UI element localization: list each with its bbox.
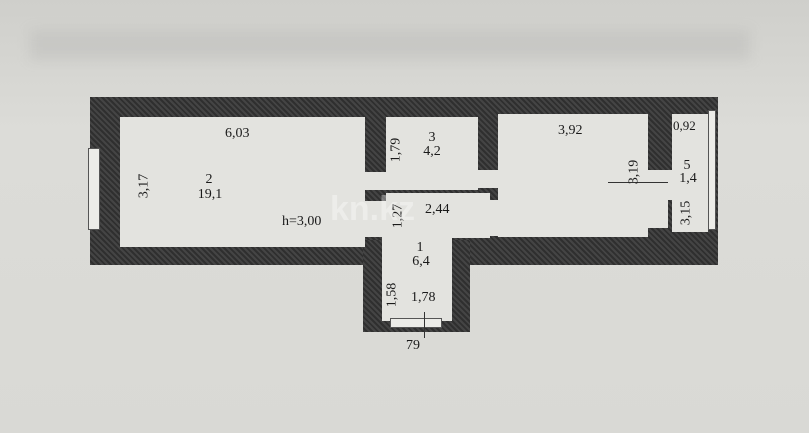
ceiling-height: h=3,00 [282,214,322,229]
room-2-living [120,117,365,247]
room-3-bathroom [386,117,478,190]
room-bedroom [498,114,648,237]
room-1-area: 6,4 [412,254,430,269]
doorway [363,201,387,237]
bedroom-width: 3,92 [558,123,583,138]
balcony-number: 5 [683,158,691,173]
window [88,148,100,230]
faded-header-text [30,30,750,60]
vestibule-depth: 1,58 [384,282,400,308]
entrance-marker-line [424,312,425,338]
room-3-area: 4,2 [423,144,441,159]
entrance-label: 79 [406,338,420,353]
doorway [478,170,500,188]
doorway [648,200,668,228]
room-2-area: 19,1 [197,187,223,202]
room-2-width: 6,03 [225,126,250,141]
doorway [648,170,672,200]
room-1-hall [382,236,452,321]
bedroom-depth: 3,19 [626,159,642,185]
balcony-width: 0,92 [673,118,696,133]
vestibule-width: 1,78 [411,290,436,305]
doorway [478,200,500,236]
window [708,110,716,230]
room-1-corridor [386,193,490,238]
room-3-number: 3 [428,130,436,145]
room-1-number: 1 [416,240,424,255]
room-2-depth: 3,17 [136,173,152,199]
room-5-balcony [672,114,708,232]
corridor-width: 2,44 [425,202,450,217]
entrance-door [390,318,442,328]
balcony-area: 1,4 [679,171,697,186]
room-3-depth: 1,79 [388,137,404,163]
doorway [363,172,387,190]
dimension-line [608,182,668,183]
room-2-number: 2 [205,172,213,187]
balcony-depth: 3,15 [678,200,694,226]
watermark: kn.kz [330,190,416,228]
